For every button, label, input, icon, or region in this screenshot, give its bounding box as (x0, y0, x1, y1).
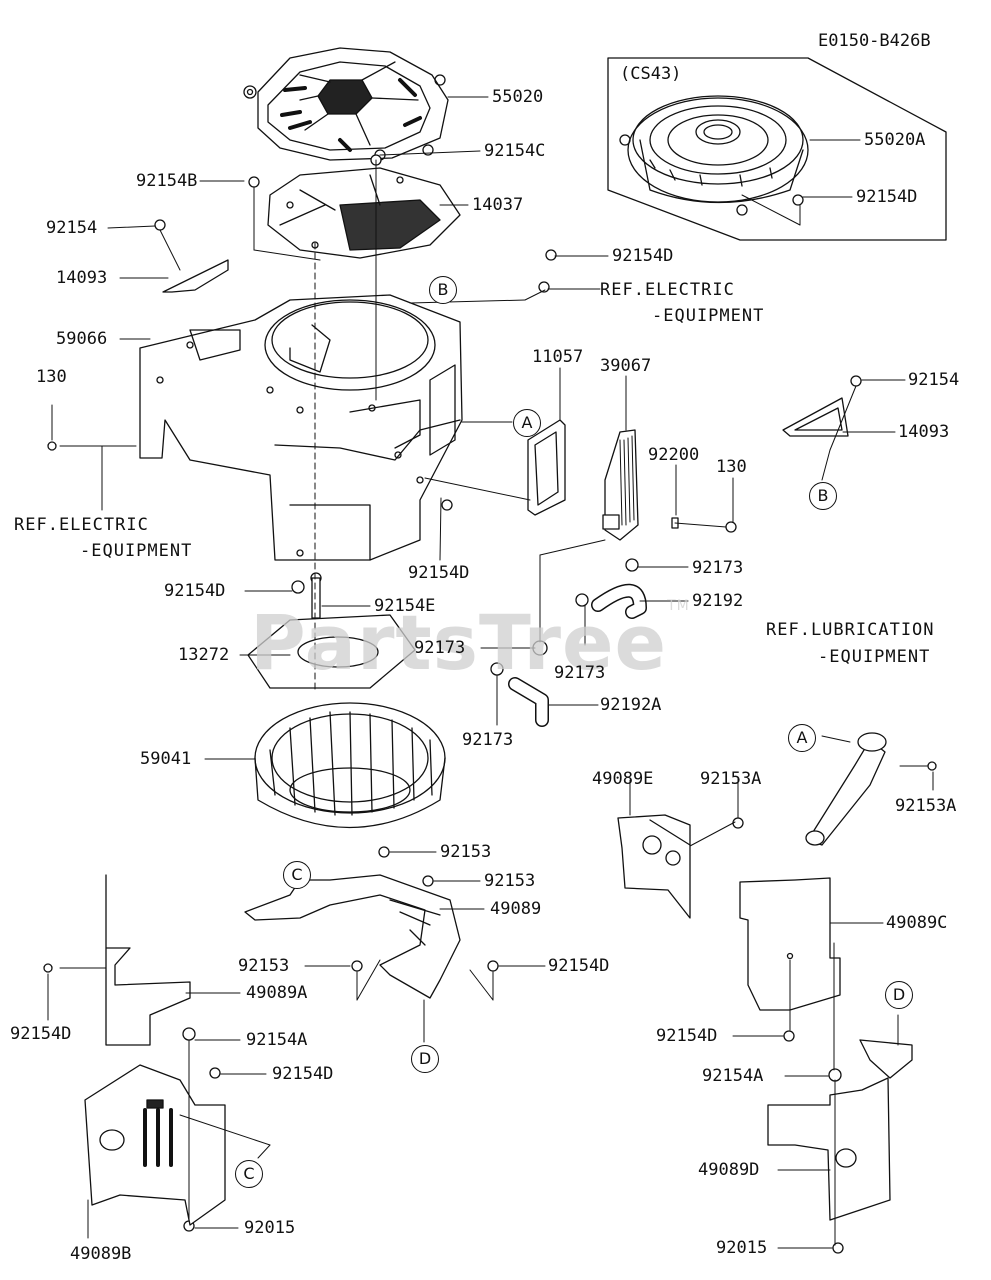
watermark-text: PartsTree (250, 598, 668, 687)
label-14093-right: 14093 (898, 422, 950, 442)
label-92154D-bracket: 92154D (10, 1024, 72, 1044)
label-59066: 59066 (56, 329, 108, 349)
label-92173-a: 92173 (692, 558, 744, 578)
callout-a-housing: A (513, 409, 541, 437)
label-92192A: 92192A (600, 695, 662, 715)
label-92192: 92192 (692, 591, 744, 611)
ref-lubrication-line1: REF.LUBRICATION (766, 620, 935, 640)
label-92154D-fan: 92154D (164, 581, 226, 601)
plate-14093-right (783, 398, 848, 436)
ref-electric-top-line2: -EQUIPMENT (652, 306, 765, 326)
diagram-code: E0150-B426B (818, 31, 931, 51)
fan-59041 (255, 703, 445, 828)
label-14037: 14037 (472, 195, 524, 215)
callout-b-housing: B (429, 276, 457, 304)
label-92200: 92200 (648, 445, 700, 465)
ref-electric-left-line2: -EQUIPMENT (80, 541, 193, 561)
label-92154D-ref: 92154D (612, 246, 674, 266)
label-92153A-top: 92153A (700, 769, 762, 789)
label-49089C: 49089C (886, 913, 948, 933)
cover-49089B (85, 1065, 225, 1225)
callout-c-shroud: C (283, 861, 311, 889)
watermark: PartsTreeTM (250, 598, 690, 687)
label-59041: 59041 (140, 749, 192, 769)
guard-55020A (620, 96, 808, 215)
plate-14037 (268, 168, 460, 258)
label-92154B: 92154B (136, 171, 198, 191)
housing-59066 (140, 295, 462, 560)
label-39067: 39067 (600, 356, 652, 376)
label-49089B: 49089B (70, 1244, 132, 1264)
label-92154D-shroud: 92154D (548, 956, 610, 976)
callout-c-cover: C (235, 1160, 263, 1188)
variant-inset-box (608, 58, 946, 240)
label-92173-b: 92173 (414, 638, 466, 658)
leader-lines (48, 97, 933, 1248)
label-92154E: 92154E (374, 596, 436, 616)
cover-49089D (768, 1040, 912, 1220)
cooler-39067 (603, 430, 638, 540)
callout-a-filler: A (788, 724, 816, 752)
label-92154-right: 92154 (908, 370, 960, 390)
bolt-92154E (312, 578, 320, 618)
clamps-92173 (491, 559, 638, 675)
label-130-right: 130 (716, 457, 747, 477)
label-92015-left: 92015 (244, 1218, 296, 1238)
bracket-49089E (618, 815, 690, 918)
screws (44, 145, 936, 1253)
label-11057: 11057 (532, 347, 584, 367)
label-49089D: 49089D (698, 1160, 760, 1180)
label-92154D-right: 92154D (656, 1026, 718, 1046)
oil-filler (806, 733, 886, 845)
label-92154-left: 92154 (46, 218, 98, 238)
label-92173-d: 92173 (462, 730, 514, 750)
label-92153-c: 92153 (238, 956, 290, 976)
callout-d-cover: D (885, 981, 913, 1009)
label-92153-b: 92153 (484, 871, 536, 891)
label-92154D-cover: 92154D (272, 1064, 334, 1084)
variant-label: (CS43) (620, 64, 682, 84)
plate-14093-left (163, 260, 228, 292)
plate-13272 (248, 615, 415, 688)
label-92015-right: 92015 (716, 1238, 768, 1258)
label-92154C: 92154C (484, 141, 546, 161)
label-14093-left: 14093 (56, 268, 108, 288)
ref-lubrication-line2: -EQUIPMENT (818, 647, 931, 667)
label-49089E: 49089E (592, 769, 654, 789)
shroud-49089 (245, 875, 460, 998)
label-55020: 55020 (492, 87, 544, 107)
ref-electric-left-line1: REF.ELECTRIC (14, 515, 149, 535)
bracket-49089A (106, 875, 190, 1045)
label-49089A: 49089A (246, 983, 308, 1003)
ref-electric-top-line1: REF.ELECTRIC (600, 280, 735, 300)
label-13272: 13272 (178, 645, 230, 665)
watermark-tm: TM (667, 598, 690, 614)
cover-55020 (244, 48, 448, 160)
label-92154D-inset: 92154D (856, 187, 918, 207)
label-92153-a: 92153 (440, 842, 492, 862)
label-55020A: 55020A (864, 130, 926, 150)
label-92153A-right: 92153A (895, 796, 957, 816)
label-92154D-housing: 92154D (408, 563, 470, 583)
label-130-left: 130 (36, 367, 67, 387)
callout-d-shroud: D (411, 1045, 439, 1073)
label-92154A-left: 92154A (246, 1030, 308, 1050)
label-92154A-right: 92154A (702, 1066, 764, 1086)
label-92173-c: 92173 (554, 663, 606, 683)
label-49089: 49089 (490, 899, 542, 919)
cover-49089C (740, 878, 840, 1010)
callout-b-plate: B (809, 482, 837, 510)
